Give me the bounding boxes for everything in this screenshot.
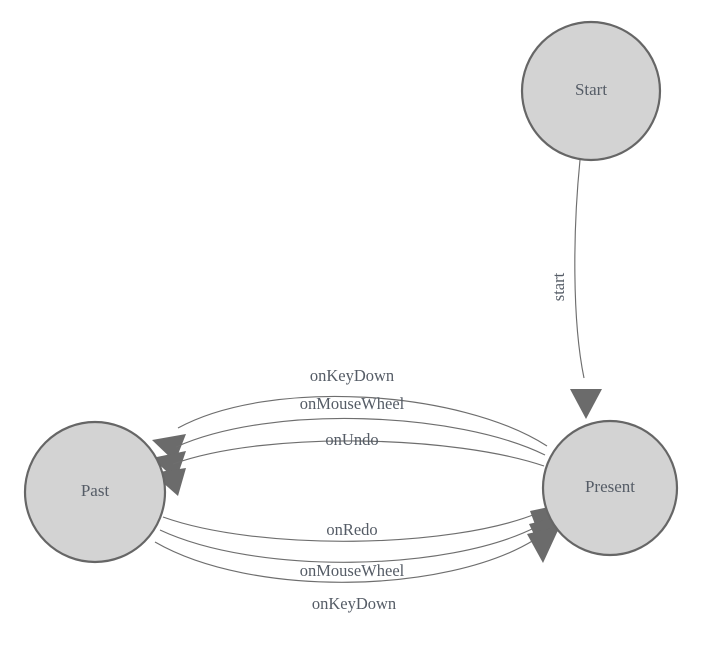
edge-path-present-past-undo (172, 440, 545, 467)
edge-path-start-present (574, 159, 585, 379)
edge-path-present-past-wheel (175, 417, 546, 456)
node-start[interactable]: Start (520, 20, 662, 162)
node-past[interactable]: Past (23, 420, 167, 564)
node-past-label: Past (81, 481, 110, 500)
edge-start-to-present[interactable]: start (549, 159, 602, 419)
edge-past-to-present-onredo[interactable]: onRedo (162, 504, 563, 542)
arrowhead-past-present-keydown (527, 526, 560, 563)
node-present-circle (541, 419, 679, 557)
edge-label-past-present-wheel: onMouseWheel (300, 561, 405, 580)
edge-label-present-past-wheel: onMouseWheel (300, 394, 405, 413)
edge-label-past-present-redo: onRedo (326, 520, 377, 539)
edge-label-past-present-keydown: onKeyDown (312, 594, 396, 613)
edge-past-to-present-onkeydown[interactable]: onKeyDown (154, 526, 560, 613)
node-present[interactable]: Present (541, 419, 679, 557)
edge-label-present-past-undo: onUndo (325, 430, 378, 449)
edge-path-past-present-keydown (154, 539, 535, 583)
node-start-circle (520, 20, 662, 162)
node-start-label: Start (575, 80, 607, 99)
edge-label-present-past-keydown: onKeyDown (310, 366, 394, 385)
edge-present-to-past-onundo[interactable]: onUndo (152, 430, 545, 496)
edge-path-past-present-redo (162, 512, 539, 542)
edge-path-present-past-keydown (177, 395, 548, 447)
node-present-label: Present (585, 477, 635, 496)
edge-path-past-present-wheel (159, 526, 537, 563)
edge-label-start: start (549, 272, 568, 301)
arrowhead-start-present (570, 389, 602, 419)
node-past-circle (23, 420, 167, 564)
